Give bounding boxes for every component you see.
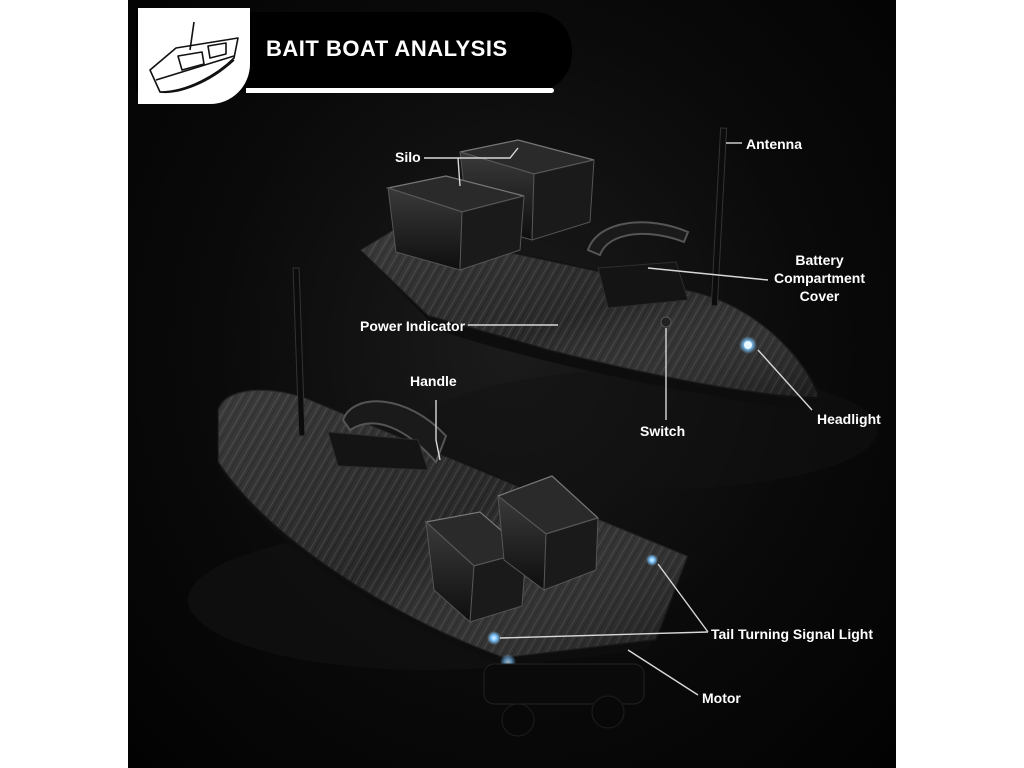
antenna [292,267,306,437]
tail-light-leader-line [657,563,709,633]
battery-cover-leader-line [647,267,769,281]
label-battery-compartment-cover: Battery Compartment Cover [774,252,866,304]
silo-pair [424,475,600,624]
label-headlight: Headlight [817,411,881,427]
label-power-indicator: Power Indicator [360,318,466,334]
lower-bait-boat [217,267,690,737]
label-silo: Silo [395,149,421,165]
motor-leader-line [627,649,699,696]
callout-lines [424,142,813,696]
bait-boat-illustration [188,127,878,737]
page-title: BAIT BOAT ANALYSIS [266,36,508,61]
silo-pair [385,139,595,271]
upper-bait-boat [358,127,822,408]
label-motor: Motor [702,690,741,706]
tail-led [487,631,501,645]
antenna [710,127,728,307]
label-switch: Switch [640,423,686,439]
bait-boat-outline-icon [149,21,239,94]
title-badge [138,8,250,104]
title-underline [246,88,554,93]
battery-cover [597,261,689,309]
product-image-panel: BAIT BOAT ANALYSIS Silo Antenna Battery … [128,0,896,768]
carry-handle [586,221,690,257]
propeller [501,703,535,737]
power-switch [660,316,672,328]
label-handle: Handle [410,373,457,389]
label-tail-turning-signal-light: Tail Turning Signal Light [711,626,874,642]
propeller [591,695,625,729]
headlight-leader-line [757,349,813,411]
handle-leader-line [435,400,441,461]
motor-housing [483,663,645,705]
label-antenna: Antenna [746,136,802,152]
carry-handle [341,400,448,464]
